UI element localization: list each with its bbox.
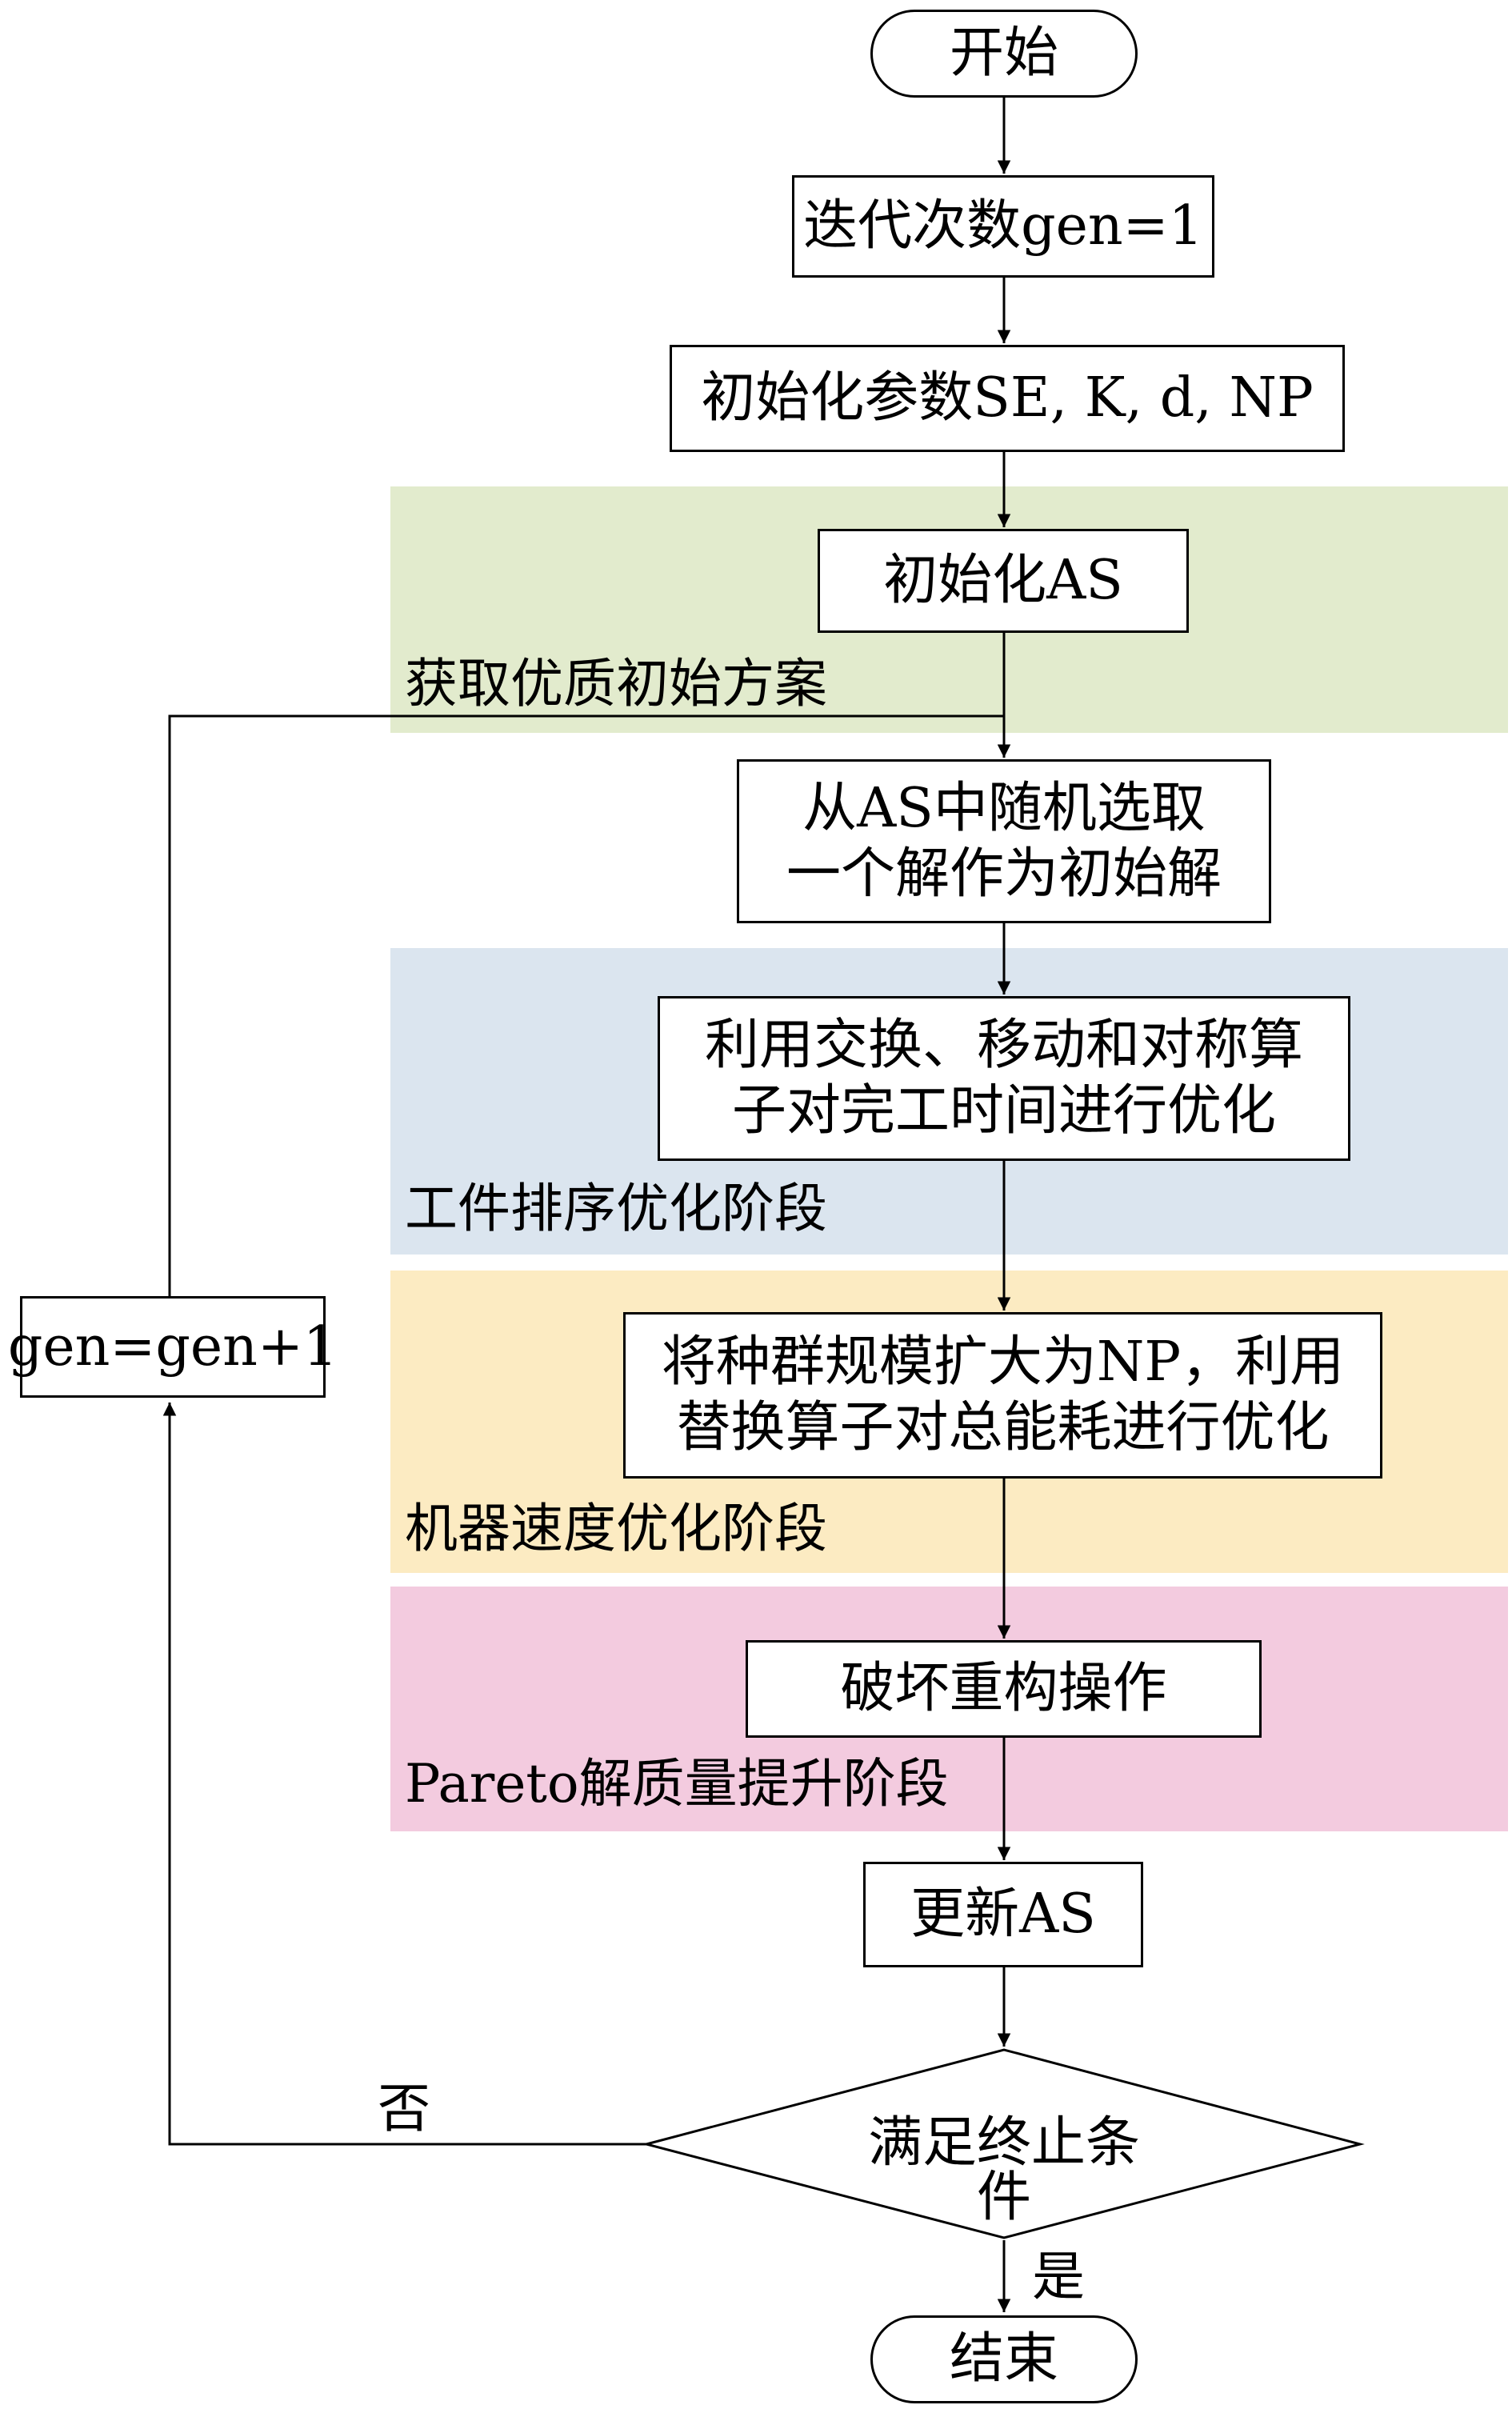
phase-label-initial: 获取优质初始方案	[405, 653, 827, 714]
param-init-box: 初始化参数SE, K, d, NP	[670, 345, 1345, 452]
random-select-box: 从AS中随机选取 一个解作为初始解	[737, 759, 1271, 923]
random-select-line-1: 从AS中随机选取	[802, 776, 1206, 840]
gen-init-box: 迭代次数gen=1	[792, 175, 1214, 278]
gen-increment-label: gen=gen+1	[7, 1315, 338, 1379]
edge-termination-no-to-increment	[162, 1403, 646, 2146]
destroy-rebuild-label: 破坏重构操作	[840, 1657, 1167, 1721]
speed-opt-box: 将种群规模扩大为NP，利用 替换算子对总能耗进行优化	[623, 1312, 1382, 1479]
as-init-box: 初始化AS	[818, 529, 1189, 633]
edge-increment-to-loop	[168, 714, 1004, 1298]
destroy-rebuild-box: 破坏重构操作	[746, 1640, 1262, 1738]
gen-increment-box: gen=gen+1	[8, 1296, 338, 1398]
update-as-label: 更新AS	[910, 1883, 1096, 1947]
speed-opt-line-2: 替换算子对总能耗进行优化	[676, 1396, 1330, 1459]
speed-opt-line-1: 将种群规模扩大为NP，利用	[661, 1331, 1345, 1395]
phase-label-sequencing: 工件排序优化阶段	[405, 1178, 827, 1239]
edge-label-yes: 是	[1032, 2246, 1085, 2307]
gen-init-label: 迭代次数gen=1	[803, 194, 1203, 258]
phase-label-pareto: Pareto解质量提升阶段	[405, 1753, 949, 1815]
end-node-label: 结束	[949, 2327, 1058, 2391]
random-select-line-2: 一个解作为初始解	[786, 842, 1222, 906]
as-init-label: 初始化AS	[883, 549, 1123, 613]
job-sequence-line-1: 利用交换、移动和对称算	[704, 1014, 1303, 1078]
job-sequence-box: 利用交换、移动和对称算 子对完工时间进行优化	[658, 996, 1350, 1161]
termination-condition-label: 满足终止条件	[867, 2111, 1140, 2229]
job-sequence-line-2: 子对完工时间进行优化	[731, 1079, 1276, 1142]
termination-diamond	[642, 2048, 1365, 2239]
param-init-label: 初始化参数SE, K, d, NP	[701, 366, 1314, 430]
phase-label-speed: 机器速度优化阶段	[405, 1498, 827, 1559]
end-node: 结束	[870, 2315, 1138, 2403]
start-node-label: 开始	[949, 22, 1058, 86]
update-as-box: 更新AS	[863, 1862, 1143, 1967]
edge-label-no: 否	[378, 2078, 430, 2139]
start-node: 开始	[870, 10, 1138, 98]
